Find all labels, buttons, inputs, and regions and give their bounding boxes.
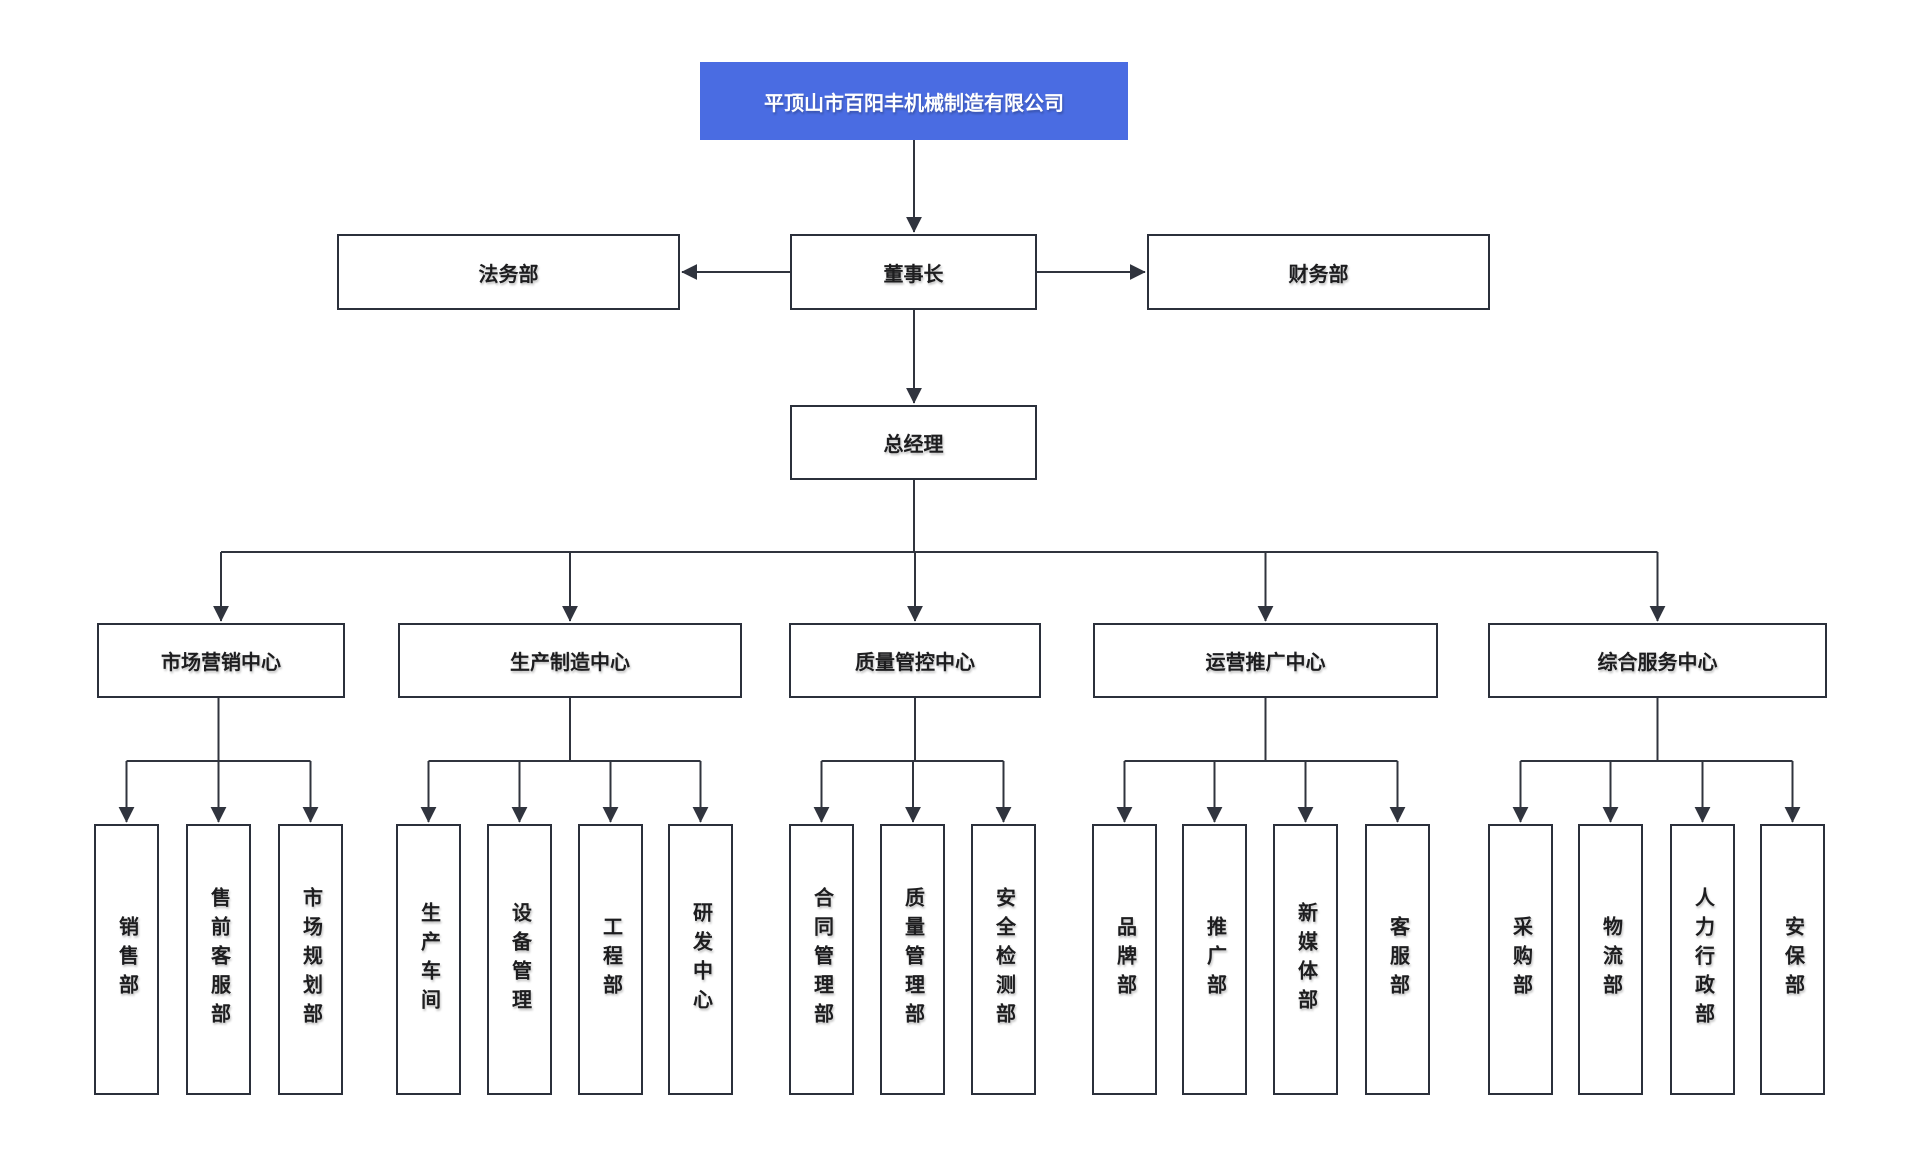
node-dept-logistics: 物流部	[1578, 824, 1643, 1095]
node-dept-presales-service: 售前客服部	[186, 824, 251, 1095]
company-root-label: 平顶山市百阳丰机械制造有限公司	[764, 92, 1064, 115]
node-dept-hr-admin: 人力行政部	[1670, 824, 1735, 1095]
dept-equipment-management-label: 设备管理	[508, 901, 531, 1018]
center-services-label: 综合服务中心	[1597, 652, 1718, 674]
center-quality-label: 质量管控中心	[855, 652, 975, 674]
node-dept-sales: 销售部	[94, 824, 159, 1095]
connector-gm-rail	[221, 480, 1658, 553]
chairman-label: 董事长	[883, 263, 944, 286]
connector-marketing-rail	[126, 698, 311, 762]
node-center-operations: 运营推广中心	[1093, 623, 1438, 698]
finance-dept-label: 财务部	[1288, 263, 1349, 286]
connector-operations-rail	[1124, 698, 1398, 762]
node-dept-rd-center: 研发中心	[668, 824, 733, 1095]
node-general-manager: 总经理	[790, 405, 1037, 480]
node-dept-engineering: 工程部	[578, 824, 643, 1095]
dept-market-planning-label: 市场规划部	[299, 887, 322, 1032]
dept-procurement-label: 采购部	[1509, 916, 1532, 1003]
node-dept-new-media: 新媒体部	[1273, 824, 1338, 1095]
dept-hr-admin-label: 人力行政部	[1691, 887, 1714, 1032]
node-dept-quality-management: 质量管理部	[880, 824, 945, 1095]
node-center-services: 综合服务中心	[1488, 623, 1827, 698]
node-dept-production-workshop: 生产车间	[396, 824, 461, 1095]
dept-brand-label: 品牌部	[1113, 916, 1136, 1003]
dept-rd-center-label: 研发中心	[689, 901, 712, 1018]
dept-production-workshop-label: 生产车间	[417, 901, 440, 1018]
node-dept-brand: 品牌部	[1092, 824, 1157, 1095]
node-center-production: 生产制造中心	[398, 623, 742, 698]
node-dept-promotion: 推广部	[1182, 824, 1247, 1095]
dept-contract-management-label: 合同管理部	[810, 887, 833, 1032]
dept-engineering-label: 工程部	[599, 916, 622, 1003]
dept-quality-management-label: 质量管理部	[901, 887, 924, 1032]
node-chairman: 董事长	[790, 234, 1037, 310]
center-marketing-label: 市场营销中心	[161, 652, 281, 674]
node-dept-customer-service: 客服部	[1365, 824, 1430, 1095]
node-dept-market-planning: 市场规划部	[278, 824, 343, 1095]
dept-sales-label: 销售部	[115, 916, 138, 1003]
connector-production-rail	[428, 698, 701, 762]
node-dept-safety-inspection: 安全检测部	[971, 824, 1036, 1095]
dept-promotion-label: 推广部	[1203, 916, 1226, 1003]
dept-customer-service-label: 客服部	[1386, 916, 1409, 1003]
node-center-quality: 质量管控中心	[789, 623, 1041, 698]
node-dept-contract-management: 合同管理部	[789, 824, 854, 1095]
connector-services-rail	[1520, 698, 1793, 762]
dept-logistics-label: 物流部	[1599, 916, 1622, 1003]
center-production-label: 生产制造中心	[510, 652, 630, 674]
dept-security-label: 安保部	[1781, 916, 1804, 1003]
dept-new-media-label: 新媒体部	[1294, 901, 1317, 1018]
node-center-marketing: 市场营销中心	[97, 623, 345, 698]
node-dept-equipment-management: 设备管理	[487, 824, 552, 1095]
node-company-root: 平顶山市百阳丰机械制造有限公司	[700, 62, 1128, 140]
node-legal-dept: 法务部	[337, 234, 680, 310]
node-dept-security: 安保部	[1760, 824, 1825, 1095]
legal-dept-label: 法务部	[478, 263, 539, 286]
dept-presales-service-label: 售前客服部	[207, 887, 230, 1032]
node-dept-procurement: 采购部	[1488, 824, 1553, 1095]
node-finance-dept: 财务部	[1147, 234, 1490, 310]
center-operations-label: 运营推广中心	[1205, 652, 1326, 674]
general-manager-label: 总经理	[883, 434, 944, 456]
connector-quality-rail	[821, 698, 1004, 762]
dept-safety-inspection-label: 安全检测部	[992, 887, 1015, 1032]
